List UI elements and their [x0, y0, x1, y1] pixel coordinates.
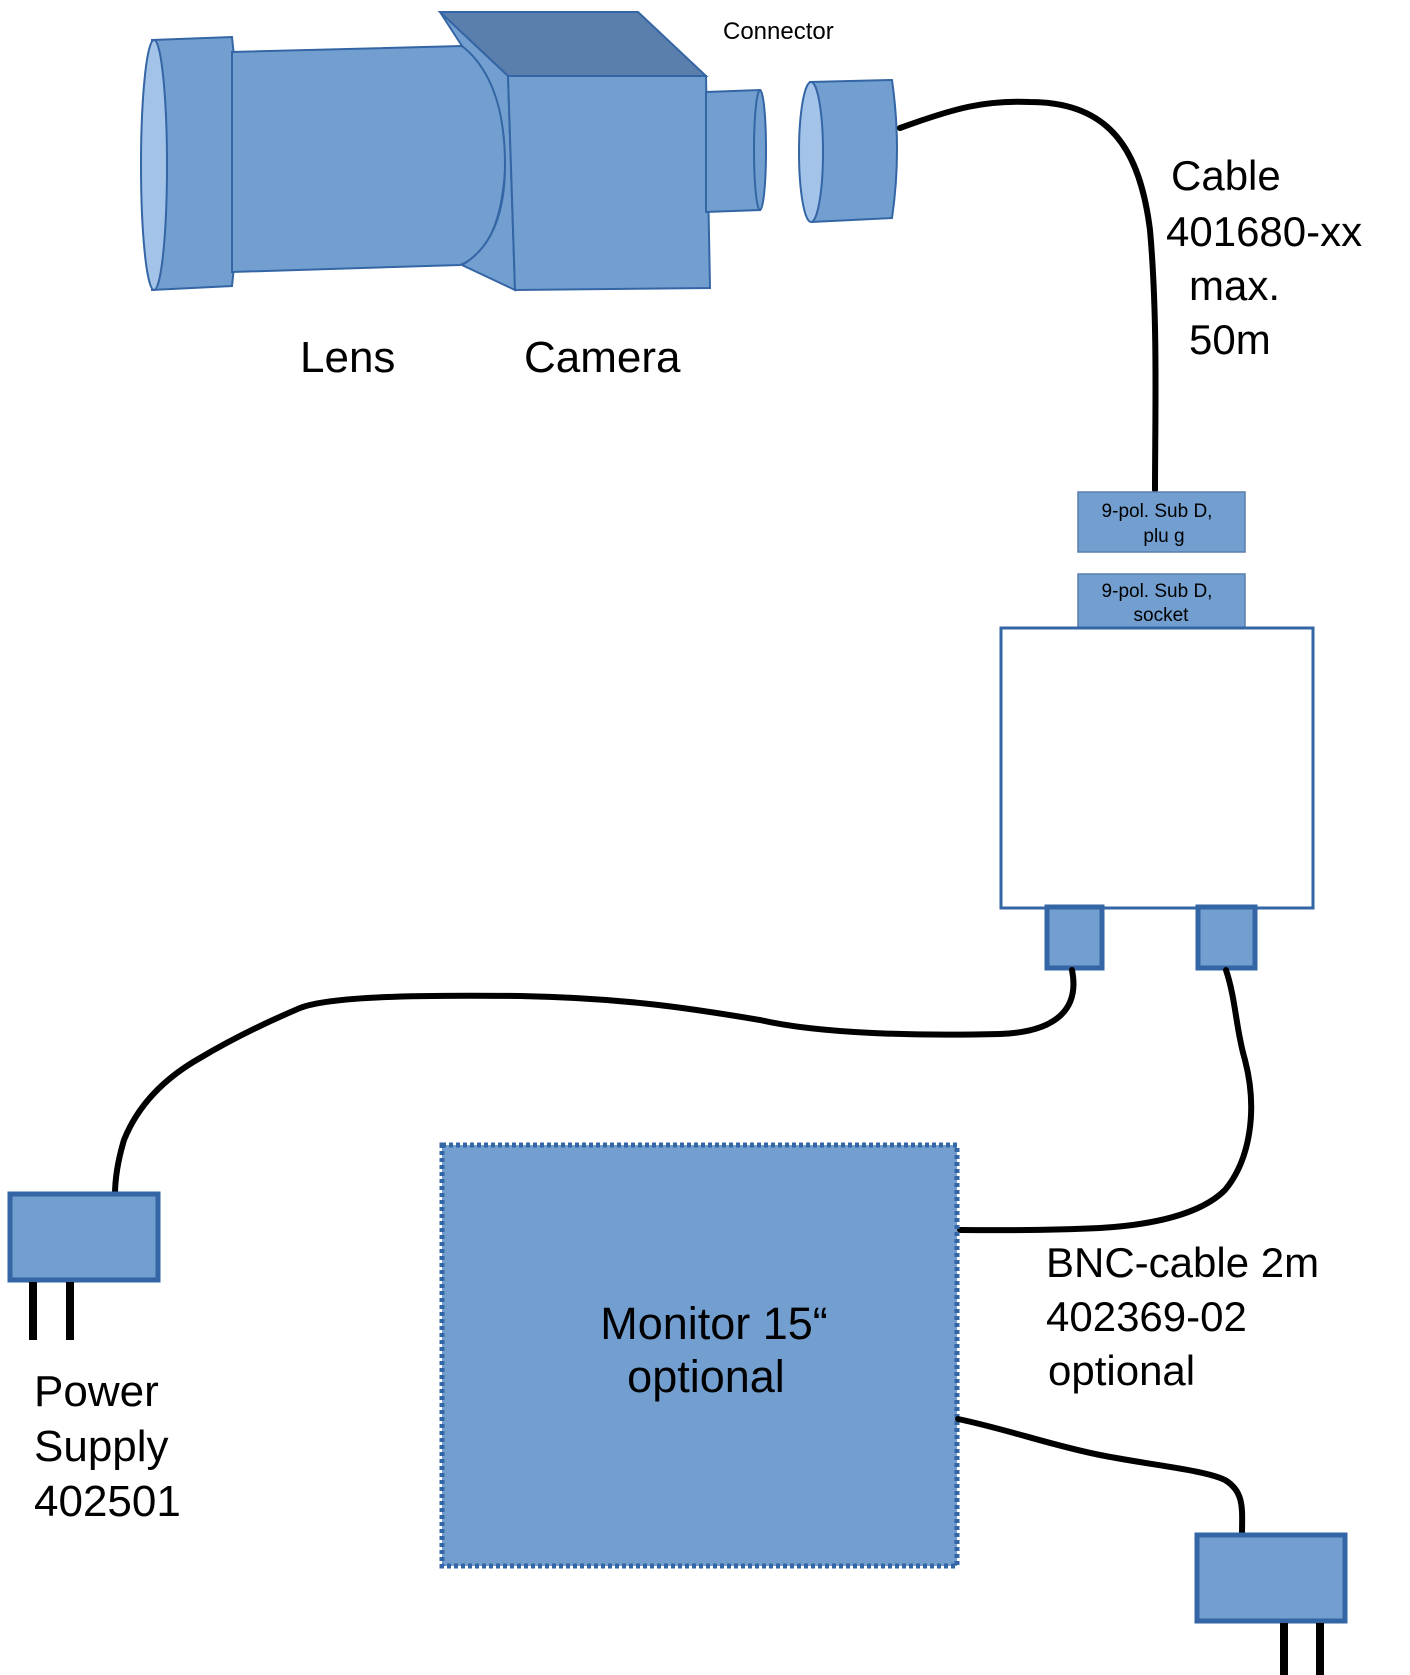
monitor: Monitor 15“ optional — [439, 1142, 960, 1569]
subd-socket: 9-pol. Sub D, socket — [1077, 573, 1246, 629]
power-supply-prong-left — [29, 1282, 37, 1340]
monitor-power-supply-prong-right — [1316, 1623, 1324, 1675]
cable-label: Cable 401680-xx max. 50m — [1166, 152, 1362, 363]
lens-barrel — [231, 44, 508, 274]
cable-connector — [798, 78, 898, 224]
power-supply-body — [7, 1191, 161, 1283]
power-supply — [7, 1191, 161, 1340]
lens-front-face — [140, 39, 168, 291]
bnc-cable — [957, 967, 1255, 1234]
subd-plug-line-1: 9-pol. Sub D, — [1102, 501, 1213, 522]
power-supply-label: Power Supply 402501 — [34, 1367, 181, 1526]
monitor-power-supply-body — [1194, 1532, 1348, 1624]
subd-plug-line-2: plu g — [1143, 526, 1184, 547]
camera-label: Camera — [524, 333, 681, 382]
cable-label-line-1: Cable — [1171, 152, 1281, 199]
connector-face — [798, 81, 824, 223]
camera-connector-face — [753, 89, 767, 211]
bnc-cable-label: BNC-cable 2m 402369-02 optional — [1046, 1239, 1319, 1394]
cable-label-line-4: 50m — [1189, 316, 1271, 363]
subd-plug: 9-pol. Sub D, plu g — [1077, 491, 1246, 553]
power-supply-label-line-2: Supply — [34, 1422, 169, 1471]
camera-cable — [897, 98, 1159, 493]
power-supply-label-line-3: 402501 — [34, 1477, 181, 1526]
camera — [437, 11, 767, 292]
video-port — [1195, 904, 1258, 971]
camera-front-face — [506, 75, 712, 292]
power-port — [1044, 904, 1105, 971]
bnc-cable-label-line-3: optional — [1048, 1347, 1195, 1394]
monitor-label-line-1: Monitor 15“ — [600, 1298, 828, 1349]
monitor-label-line-2: optional — [627, 1351, 785, 1402]
camera-side-face — [439, 11, 517, 292]
lens — [140, 35, 508, 292]
subd-socket-line-2: socket — [1134, 605, 1190, 626]
cable-label-line-2: 401680-xx — [1166, 208, 1362, 255]
bnc-cable-label-line-2: 402369-02 — [1046, 1293, 1247, 1340]
monitor-power-supply — [1194, 1532, 1348, 1675]
lens-label: Lens — [300, 333, 395, 382]
bnc-cable-label-line-1: BNC-cable 2m — [1046, 1239, 1319, 1286]
interface-box — [999, 626, 1315, 910]
monitor-power-supply-prong-left — [1280, 1623, 1288, 1675]
power-cable — [112, 967, 1077, 1198]
monitor-power-cable — [955, 1416, 1246, 1538]
connector-body — [808, 78, 898, 224]
power-supply-label-line-1: Power — [34, 1367, 159, 1416]
connector-label: Connector — [723, 18, 834, 45]
cable-label-line-3: max. — [1189, 262, 1280, 309]
subd-socket-line-1: 9-pol. Sub D, — [1102, 581, 1213, 602]
power-supply-prong-right — [66, 1282, 74, 1340]
monitor-body — [439, 1142, 960, 1569]
